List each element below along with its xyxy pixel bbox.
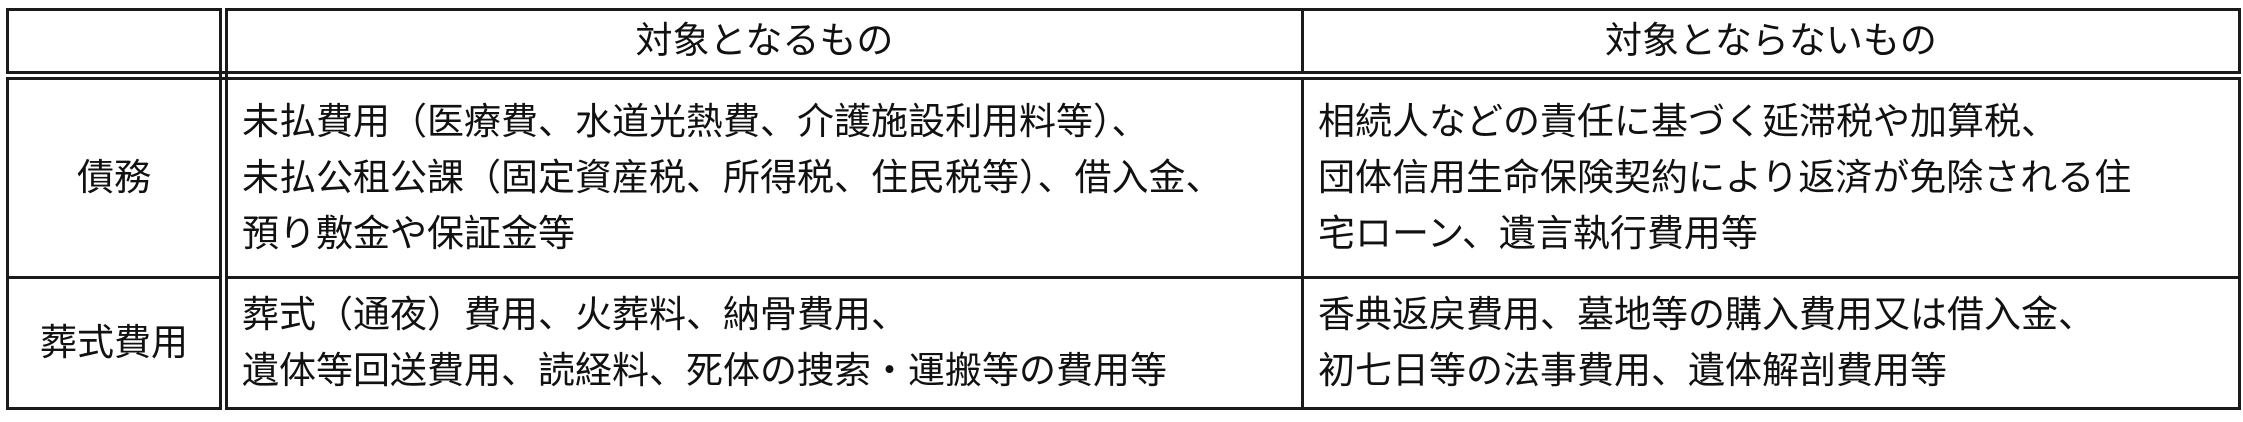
header-included: 対象となるもの xyxy=(222,8,1304,80)
cell-line: 預り敷金や保証金等 xyxy=(242,212,575,255)
header-excluded: 対象とならないもの xyxy=(1301,8,2241,80)
cell-line: 葬式（通夜）費用、火葬料、納骨費用、 xyxy=(242,293,908,336)
excluded-cell-funeral: 香典返戻費用、墓地等の購入費用又は借入金、 初七日等の法事費用、遺体解剖費用等 xyxy=(1301,276,2241,410)
deduction-table: 対象となるもの 対象とならないもの 債務 未払費用（医療費、水道光熱費、介護施設… xyxy=(6,8,2241,410)
included-cell-debt: 未払費用（医療費、水道光熱費、介護施設利用料等）、 未払公租公課（固定資産税、所… xyxy=(222,74,1304,279)
cell-line: 初七日等の法事費用、遺体解剖費用等 xyxy=(1318,349,1947,392)
header-corner-cell xyxy=(6,8,228,80)
row-label-debt: 債務 xyxy=(6,74,228,279)
cell-line: 相続人などの責任に基づく延滞税や加算税、 xyxy=(1318,100,2058,143)
document-table-wrapper: 対象となるもの 対象とならないもの 債務 未払費用（医療費、水道光熱費、介護施設… xyxy=(6,8,2241,410)
cell-line: 未払公租公課（固定資産税、所得税、住民税等）、借入金、 xyxy=(242,156,1223,199)
table-row: 債務 未払費用（医療費、水道光熱費、介護施設利用料等）、 未払公租公課（固定資産… xyxy=(6,74,2241,279)
cell-line: 未払費用（医療費、水道光熱費、介護施設利用料等）、 xyxy=(242,100,1149,143)
cell-line: 香典返戻費用、墓地等の購入費用又は借入金、 xyxy=(1318,293,2095,336)
table-row: 葬式費用 葬式（通夜）費用、火葬料、納骨費用、 遺体等回送費用、読経料、死体の捜… xyxy=(6,276,2241,410)
cell-line: 宅ローン、遺言執行費用等 xyxy=(1318,212,1758,255)
cell-line: 遺体等回送費用、読経料、死体の捜索・運搬等の費用等 xyxy=(242,349,1167,392)
row-label-funeral: 葬式費用 xyxy=(6,276,228,410)
excluded-cell-debt: 相続人などの責任に基づく延滞税や加算税、 団体信用生命保険契約により返済が免除さ… xyxy=(1301,74,2241,279)
header-row: 対象となるもの 対象とならないもの xyxy=(6,8,2241,80)
cell-line: 団体信用生命保険契約により返済が免除される住 xyxy=(1318,156,2132,199)
included-cell-funeral: 葬式（通夜）費用、火葬料、納骨費用、 遺体等回送費用、読経料、死体の捜索・運搬等… xyxy=(222,276,1304,410)
